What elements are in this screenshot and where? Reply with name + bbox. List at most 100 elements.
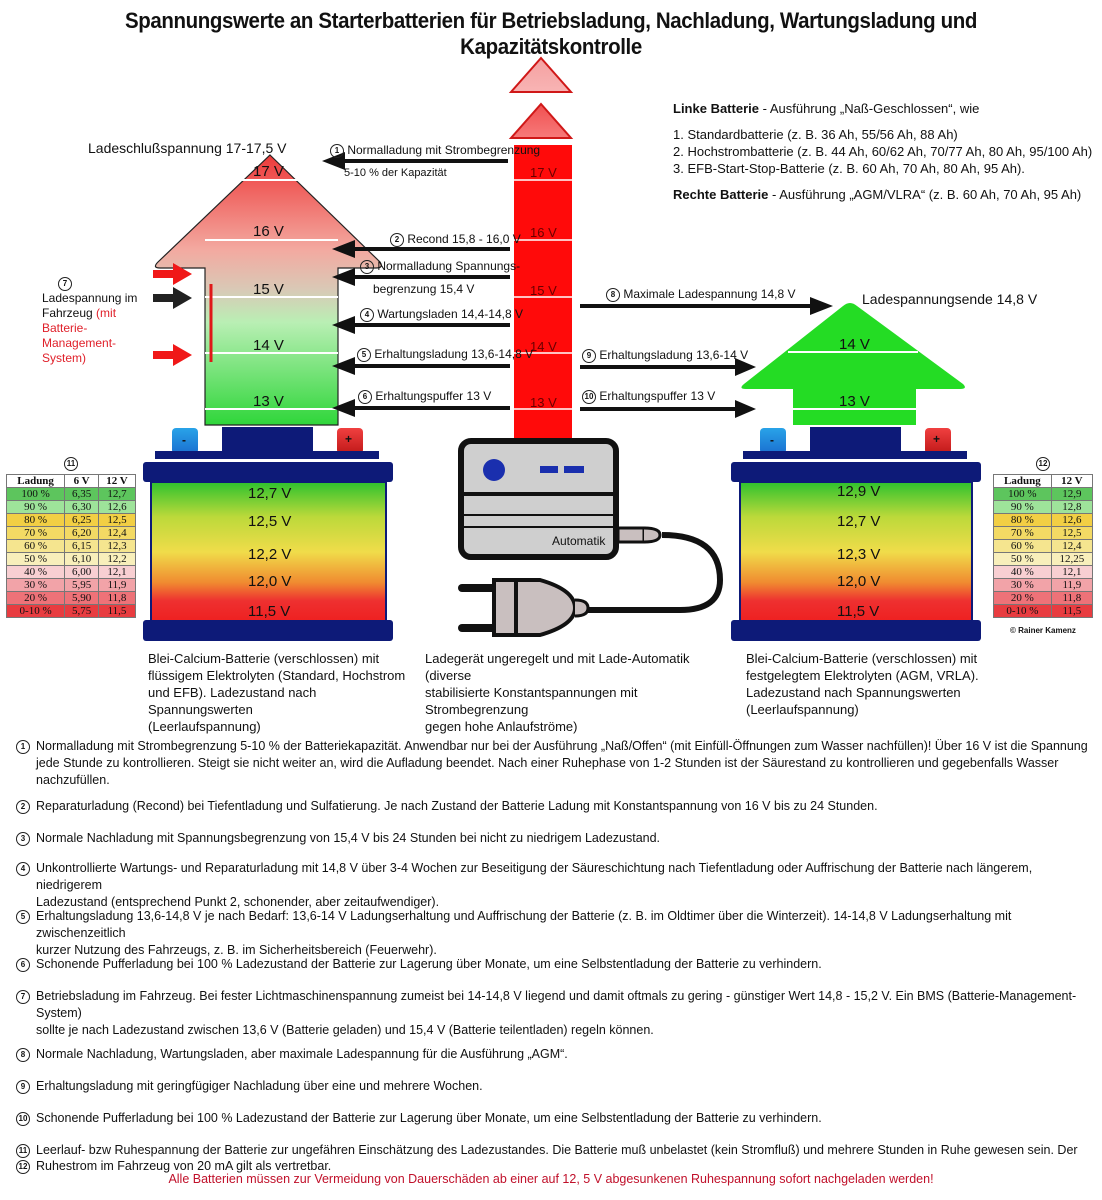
- right-arrow-top-label: Ladespannungsende 14,8 V: [862, 291, 1038, 307]
- left-arrow-top-label: Ladeschlußspannung 17-17,5 V: [88, 140, 287, 156]
- table-row: 30 %11,9: [993, 578, 1094, 592]
- right-battery: [731, 427, 981, 641]
- num-badge: 8: [16, 1047, 30, 1062]
- footnote-text: Normalladung mit Strombegrenzung 5-10 % …: [36, 738, 1096, 789]
- charger-caption: Ladegerät ungeregelt und mit Lade-Automa…: [425, 650, 725, 735]
- table-row: 90 %12,8: [993, 500, 1094, 514]
- charger-device: [458, 438, 724, 637]
- table-cell: 12,1: [98, 565, 136, 579]
- num-badge: 3: [360, 259, 374, 274]
- table-cell: 12,4: [1050, 539, 1094, 553]
- num-badge: 12: [16, 1159, 30, 1174]
- col-header: Ladung: [993, 474, 1052, 488]
- table-cell: 80 %: [993, 513, 1052, 527]
- footnote-line: Erhaltungsladung 13,6-14,8 V je nach Bed…: [36, 909, 1012, 940]
- left-battery-desc: - Ausführung „Naß-Geschlossen“, wie: [758, 101, 980, 116]
- soc-table-left-badge: 11: [6, 455, 136, 473]
- num-badge: 7: [58, 276, 72, 291]
- num-badge: 4: [16, 861, 30, 876]
- num-badge: 1: [330, 143, 344, 158]
- center-level-14: 14 V: [530, 339, 557, 354]
- diagram-graphics: [143, 56, 981, 641]
- table-cell: 12,25: [1050, 552, 1094, 566]
- footnote-text: Erhaltungsladung 13,6-14,8 V je nach Bed…: [36, 908, 1096, 959]
- table-cell: 40 %: [5, 565, 66, 579]
- vehicle-charge-arrows: [153, 263, 192, 366]
- left-battery: [143, 427, 393, 641]
- arrow-label-text: Erhaltungsladung 13,6-14,8 V: [374, 347, 534, 361]
- table-cell: 11,9: [1050, 578, 1094, 592]
- arrow-label-text: Erhaltungspuffer 13 V: [599, 389, 716, 403]
- right-batt-v5: 11,5 V: [837, 603, 880, 620]
- table-cell: 5,75: [64, 604, 100, 618]
- footnote-text: Normale Nachladung, Wartungsladen, aber …: [36, 1046, 1096, 1063]
- minus-terminal-icon: [760, 428, 786, 454]
- copyright: © Rainer Kamenz: [1010, 626, 1076, 635]
- table-cell: 12,2: [98, 552, 136, 566]
- table-cell: 6,35: [64, 487, 100, 501]
- center-level-13: 13 V: [530, 395, 557, 410]
- col-header: 12 V: [1050, 474, 1094, 488]
- arrow-label-3: 3 Normalladung Spannungs-: [360, 259, 520, 274]
- num-badge: 5: [357, 347, 371, 362]
- table-cell: 40 %: [993, 565, 1052, 579]
- col-header: 12 V: [98, 474, 136, 488]
- table-cell: 6,10: [64, 552, 100, 566]
- power-button-icon: [483, 459, 505, 481]
- arrow-label-text: Normalladung mit Strombegrenzung: [347, 143, 541, 157]
- caption-line: gegen hohe Anlaufströme): [425, 719, 578, 734]
- table-cell: 100 %: [993, 487, 1052, 501]
- num-badge: 9: [582, 348, 596, 363]
- num-badge: 2: [16, 799, 30, 814]
- num-badge: 4: [360, 307, 374, 322]
- right-batt-v2: 12,7 V: [837, 513, 881, 530]
- table-cell: 5,90: [64, 591, 100, 605]
- footnote-line: kurzer Nutzung des Fahrzeugs, z. B. im S…: [36, 943, 437, 957]
- right-minus-label: -: [770, 433, 774, 447]
- table-row: 70 %12,5: [993, 526, 1094, 540]
- table-cell: 11,5: [98, 604, 136, 618]
- arrow-label-text: Erhaltungspuffer 13 V: [375, 389, 492, 403]
- footnote-number: 6: [16, 956, 32, 973]
- table-row: 60 %12,4: [993, 539, 1094, 553]
- right-battery-desc: - Ausführung „AGM/VLRA“ (z. B. 60 Ah, 70…: [768, 187, 1082, 202]
- left-batt-v1: 12,7 V: [248, 485, 292, 502]
- table-cell: 12,7: [98, 487, 136, 501]
- arrow-label-2: 2 Recond 15,8 - 16,0 V: [390, 232, 521, 247]
- center-charger-bar: [508, 56, 574, 440]
- right-charge-arrows: [580, 297, 833, 418]
- table-cell: 90 %: [993, 500, 1052, 514]
- num-badge: 9: [16, 1079, 30, 1094]
- table-cell: 60 %: [5, 539, 66, 553]
- table-row: 40 %12,1: [993, 565, 1094, 579]
- footnote-text: Betriebsladung im Fahrzeug. Bei fester L…: [36, 988, 1096, 1039]
- num-badge: 11: [64, 456, 78, 471]
- arrow-label-4: 4 Wartungsladen 14,4-14,8 V: [360, 307, 523, 322]
- battery-type-item: 3. EFB-Start-Stop-Batterie (z. B. 60 Ah,…: [673, 161, 1025, 176]
- indicator-led-icon: [540, 466, 558, 473]
- table-cell: 12,8: [1050, 500, 1094, 514]
- footnote-line: Normale Nachladung, Wartungsladen, aber …: [36, 1047, 568, 1061]
- footnote-text: Schonende Pufferladung bei 100 % Ladezus…: [36, 956, 1096, 973]
- table-cell: 12,9: [1050, 487, 1094, 501]
- left-batt-v3: 12,2 V: [248, 546, 292, 563]
- num-badge: 2: [390, 232, 404, 247]
- left-battery-heading: Linke Batterie: [673, 101, 759, 116]
- red-arrow-icon: [153, 263, 192, 285]
- table-cell: 90 %: [5, 500, 66, 514]
- table-cell: 12,5: [98, 513, 136, 527]
- footnote-line: Ladezustand (entsprechend Punkt 2, schon…: [36, 895, 440, 909]
- center-level-17: 17 V: [530, 165, 557, 180]
- col-header: Ladung: [5, 474, 66, 488]
- table-cell: 5,95: [64, 578, 100, 592]
- footnote-number: 3: [16, 830, 32, 847]
- left-plus-label: +: [345, 432, 353, 446]
- table-row: 100 %12,9: [993, 487, 1094, 501]
- caption-line: Ladegerät ungeregelt und mit Lade-Automa…: [425, 651, 690, 683]
- caption-line: Blei-Calcium-Batterie (verschlossen) mit: [148, 651, 380, 666]
